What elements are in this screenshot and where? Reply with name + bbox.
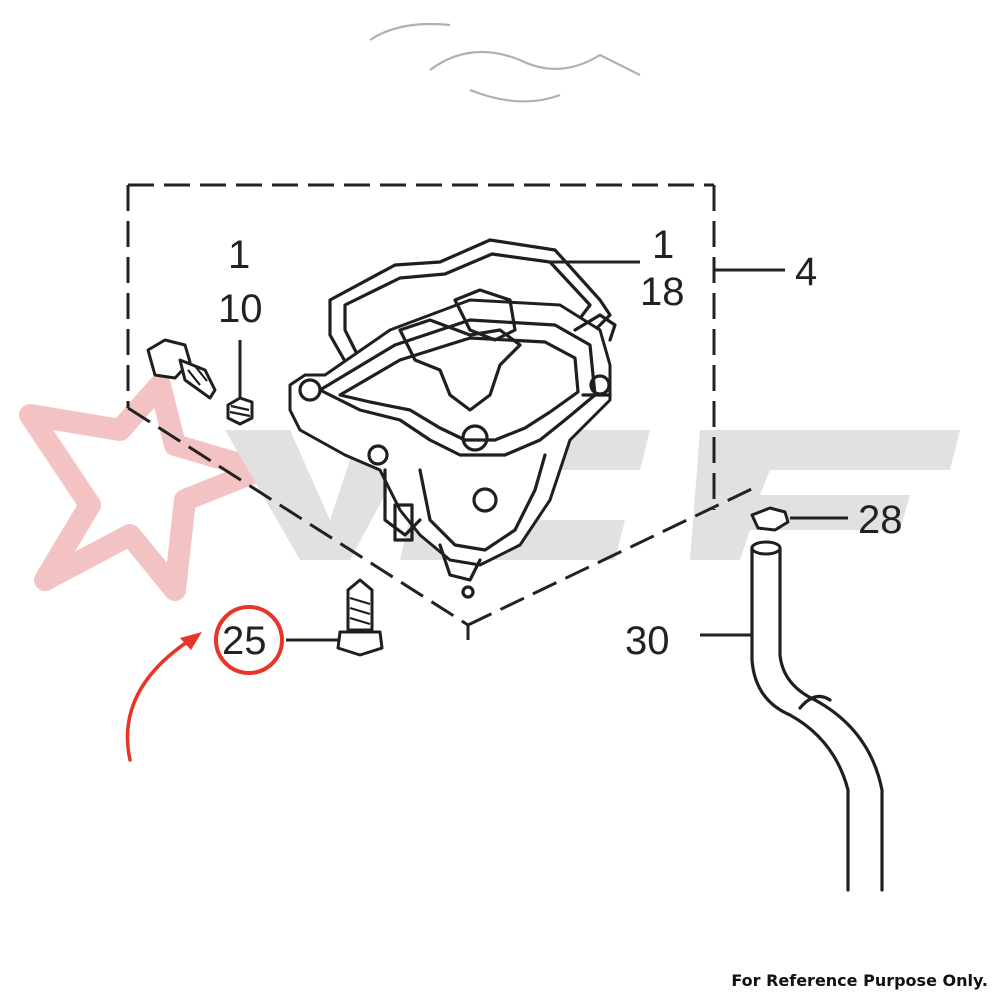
callout-part-4: 4 bbox=[795, 250, 817, 294]
reference-disclaimer: For Reference Purpose Only. bbox=[731, 971, 988, 990]
callout-part-18: 18 bbox=[640, 270, 685, 314]
tube-part-30 bbox=[700, 540, 884, 892]
assembly-outline bbox=[126, 183, 761, 640]
bolt-part-25 bbox=[286, 578, 384, 657]
upper-component-outline bbox=[369, 22, 641, 103]
callout-qty-18: 1 bbox=[652, 223, 674, 267]
watermark-star-icon bbox=[19, 374, 271, 601]
arrow-head-icon bbox=[180, 632, 202, 650]
highlight-circle bbox=[214, 605, 284, 675]
callout-part-28: 28 bbox=[858, 498, 903, 542]
callout-qty-10: 1 bbox=[228, 233, 250, 277]
highlight-arrow bbox=[125, 638, 192, 762]
callout-part-10: 10 bbox=[218, 287, 263, 331]
clip-part-28 bbox=[750, 506, 848, 532]
screw-part-10 bbox=[226, 340, 254, 426]
callout-part-25: 25 bbox=[222, 619, 267, 663]
carburetor-body bbox=[288, 288, 617, 599]
bolt-left bbox=[146, 338, 217, 400]
callout-part-30: 30 bbox=[625, 619, 670, 663]
highlight-marker bbox=[125, 605, 284, 762]
